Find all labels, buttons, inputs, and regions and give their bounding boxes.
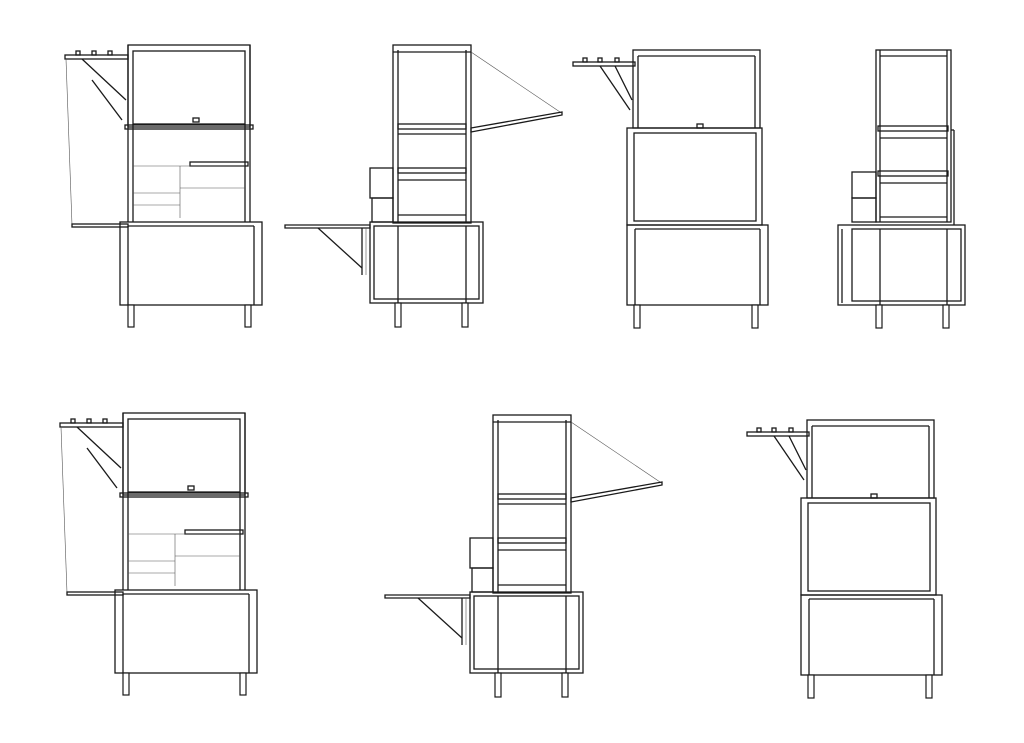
elevation-view-7 <box>746 419 943 699</box>
elevation-view-2 <box>284 44 563 328</box>
elevation-view-6 <box>384 414 663 698</box>
elevation-view-1 <box>64 44 263 328</box>
elevation-view-5 <box>59 412 258 696</box>
elevation-view-3 <box>572 49 769 329</box>
elevation-view-4 <box>837 49 966 329</box>
